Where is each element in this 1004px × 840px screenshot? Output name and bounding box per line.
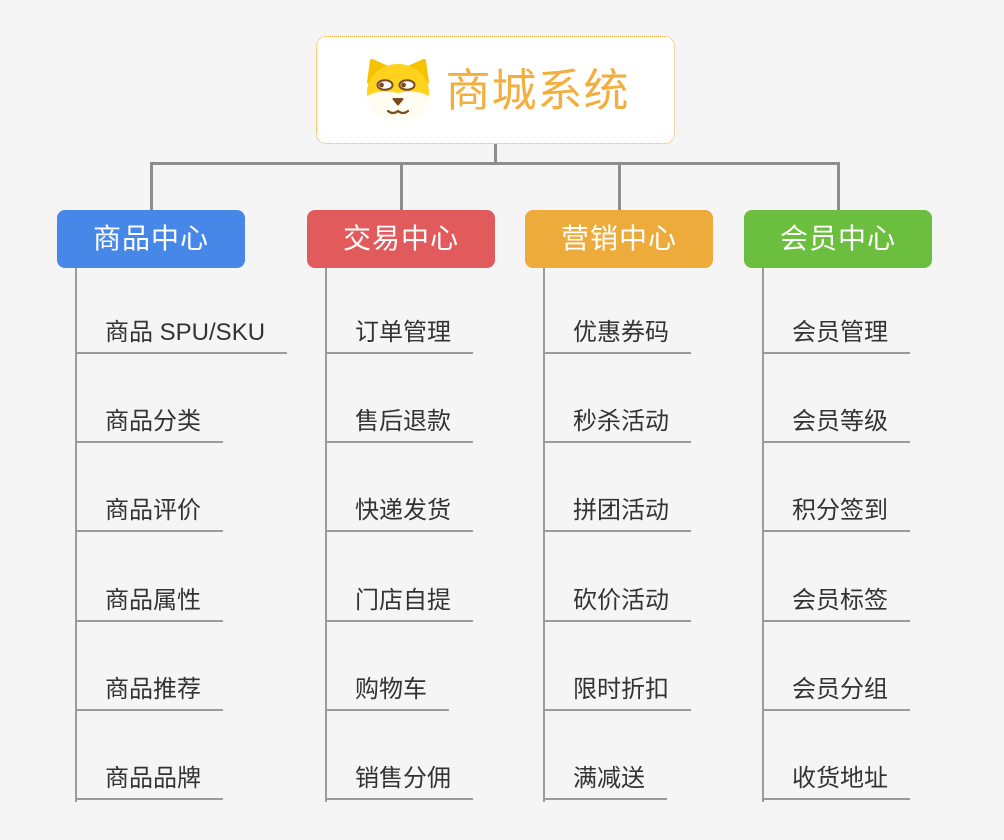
dog-face-icon (367, 59, 430, 120)
sub-item[interactable]: 商品评价 (75, 486, 223, 532)
branch-header-4[interactable]: 会员中心 (744, 210, 932, 268)
sub-item-label: 优惠券码 (573, 318, 669, 346)
branch-drop-connector (399, 162, 403, 210)
sub-item[interactable]: 商品品牌 (75, 754, 223, 800)
sub-item-label: 售后退款 (355, 407, 451, 435)
sub-item-label: 商品属性 (105, 586, 201, 614)
branch-bus-connector (149, 162, 840, 165)
sub-item-label: 会员等级 (792, 407, 888, 435)
sub-item-label: 商品分类 (105, 407, 201, 435)
sub-item-label: 快递发货 (355, 496, 451, 524)
sub-item-label: 满减送 (573, 764, 645, 792)
sub-item-label: 会员分组 (792, 675, 888, 703)
sub-item-label: 销售分佣 (355, 764, 451, 792)
sub-item[interactable]: 优惠券码 (543, 308, 691, 354)
branch-header-3[interactable]: 营销中心 (525, 210, 713, 268)
sub-item-label: 收货地址 (792, 764, 888, 792)
sub-item-label: 订单管理 (355, 318, 451, 346)
branch-drop-connector (149, 162, 153, 210)
sub-item[interactable]: 商品 SPU/SKU (75, 308, 288, 354)
sub-item-label: 购物车 (355, 675, 427, 703)
sub-item[interactable]: 商品推荐 (75, 665, 223, 711)
sub-item[interactable]: 砍价活动 (543, 576, 691, 622)
sub-item-label: 砍价活动 (573, 586, 669, 614)
sub-item-label: 会员管理 (792, 318, 888, 346)
branch-header-2[interactable]: 交易中心 (307, 210, 495, 268)
sub-item[interactable]: 会员分组 (762, 665, 910, 711)
sub-item[interactable]: 快递发货 (325, 486, 473, 532)
sub-item-label: 会员标签 (792, 586, 888, 614)
branch-drop-connector (617, 162, 621, 210)
sub-item[interactable]: 会员标签 (762, 576, 910, 622)
sub-item-label: 商品推荐 (105, 675, 201, 703)
sub-item[interactable]: 销售分佣 (325, 754, 473, 800)
branch-trunk-line (325, 268, 327, 802)
sub-item[interactable]: 门店自提 (325, 576, 473, 622)
sub-item[interactable]: 收货地址 (762, 754, 910, 800)
sub-item[interactable]: 拼团活动 (543, 486, 691, 532)
sub-item-label: 秒杀活动 (573, 407, 669, 435)
sub-item-label: 拼团活动 (573, 496, 669, 524)
sub-item-label: 商品品牌 (105, 764, 201, 792)
sub-item[interactable]: 秒杀活动 (543, 397, 691, 443)
sub-item-label: 门店自提 (355, 586, 451, 614)
branch-trunk-line (762, 268, 764, 802)
sub-item[interactable]: 会员等级 (762, 397, 910, 443)
branch-trunk-line (543, 268, 545, 802)
sub-item-label: 限时折扣 (573, 675, 669, 703)
sub-item[interactable]: 积分签到 (762, 486, 910, 532)
sub-item[interactable]: 商品属性 (75, 576, 223, 622)
sub-item[interactable]: 购物车 (325, 665, 449, 711)
sub-item[interactable]: 订单管理 (325, 308, 473, 354)
branch-trunk-line (75, 268, 77, 802)
sub-item-label: 积分签到 (792, 496, 888, 524)
branch-header-1[interactable]: 商品中心 (57, 210, 245, 268)
sub-item-label: 商品评价 (105, 496, 201, 524)
sub-item[interactable]: 满减送 (543, 754, 667, 800)
root-node[interactable]: 商城系统 (316, 36, 675, 144)
sub-item[interactable]: 商品分类 (75, 397, 223, 443)
sub-item[interactable]: 会员管理 (762, 308, 910, 354)
branch-drop-connector (836, 162, 840, 210)
sub-item[interactable]: 售后退款 (325, 397, 473, 443)
root-stem-connector (493, 144, 497, 165)
sub-item[interactable]: 限时折扣 (543, 665, 691, 711)
root-title: 商城系统 (445, 64, 630, 116)
sub-item-label: 商品 SPU/SKU (105, 318, 266, 346)
